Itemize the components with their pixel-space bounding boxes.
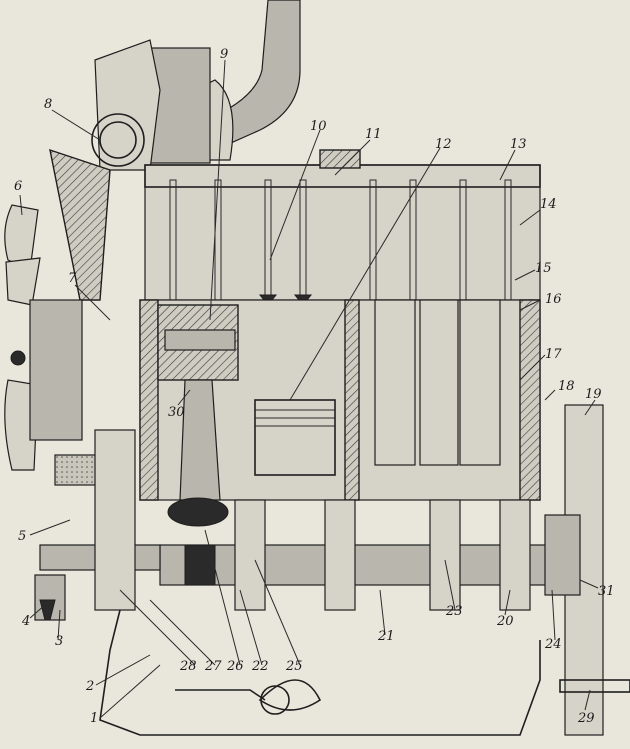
intake-duct bbox=[149, 0, 301, 164]
callout-2: 2 bbox=[85, 679, 94, 694]
callout-31: 31 bbox=[598, 584, 615, 599]
callout-30: 30 bbox=[168, 405, 185, 420]
callout-13: 13 bbox=[510, 137, 527, 152]
piston-assembly bbox=[157, 304, 239, 527]
callout-17: 17 bbox=[545, 347, 562, 362]
callout-9: 9 bbox=[220, 47, 228, 62]
callout-10: 10 bbox=[310, 119, 327, 134]
callout-1: 1 bbox=[90, 711, 98, 726]
callout-26: 26 bbox=[226, 659, 244, 674]
callout-16: 16 bbox=[545, 292, 562, 307]
callout-5: 5 bbox=[18, 529, 26, 544]
callout-27: 27 bbox=[204, 659, 222, 674]
callout-22: 22 bbox=[251, 659, 269, 674]
callout-21: 21 bbox=[377, 629, 395, 644]
callout-29: 29 bbox=[577, 711, 595, 726]
callout-4: 4 bbox=[21, 614, 30, 629]
callout-8: 8 bbox=[44, 97, 52, 112]
cylinder-head bbox=[144, 149, 541, 301]
oil-sump bbox=[99, 609, 541, 736]
turbocharger bbox=[49, 39, 161, 301]
flywheel bbox=[544, 404, 630, 736]
fan bbox=[4, 204, 83, 471]
crankshaft bbox=[39, 499, 561, 611]
callout-25: 25 bbox=[285, 659, 303, 674]
callout-labels: 1 2 3 4 5 6 7 8 9 10 11 12 13 14 15 16 1… bbox=[14, 47, 615, 726]
callout-12: 12 bbox=[435, 137, 452, 152]
callout-24: 24 bbox=[544, 637, 562, 652]
callout-6: 6 bbox=[14, 179, 22, 194]
callout-18: 18 bbox=[558, 379, 575, 394]
callout-11: 11 bbox=[365, 127, 382, 142]
piston-2 bbox=[254, 399, 336, 476]
callout-14: 14 bbox=[540, 197, 557, 212]
front-pulleys bbox=[34, 429, 136, 621]
callout-28: 28 bbox=[179, 659, 197, 674]
callout-23: 23 bbox=[445, 604, 463, 619]
leader-lines bbox=[19, 59, 599, 719]
callout-15: 15 bbox=[535, 261, 552, 276]
callout-7: 7 bbox=[68, 271, 77, 286]
callout-20: 20 bbox=[496, 614, 514, 629]
callout-19: 19 bbox=[585, 387, 602, 402]
callout-3: 3 bbox=[55, 634, 63, 649]
